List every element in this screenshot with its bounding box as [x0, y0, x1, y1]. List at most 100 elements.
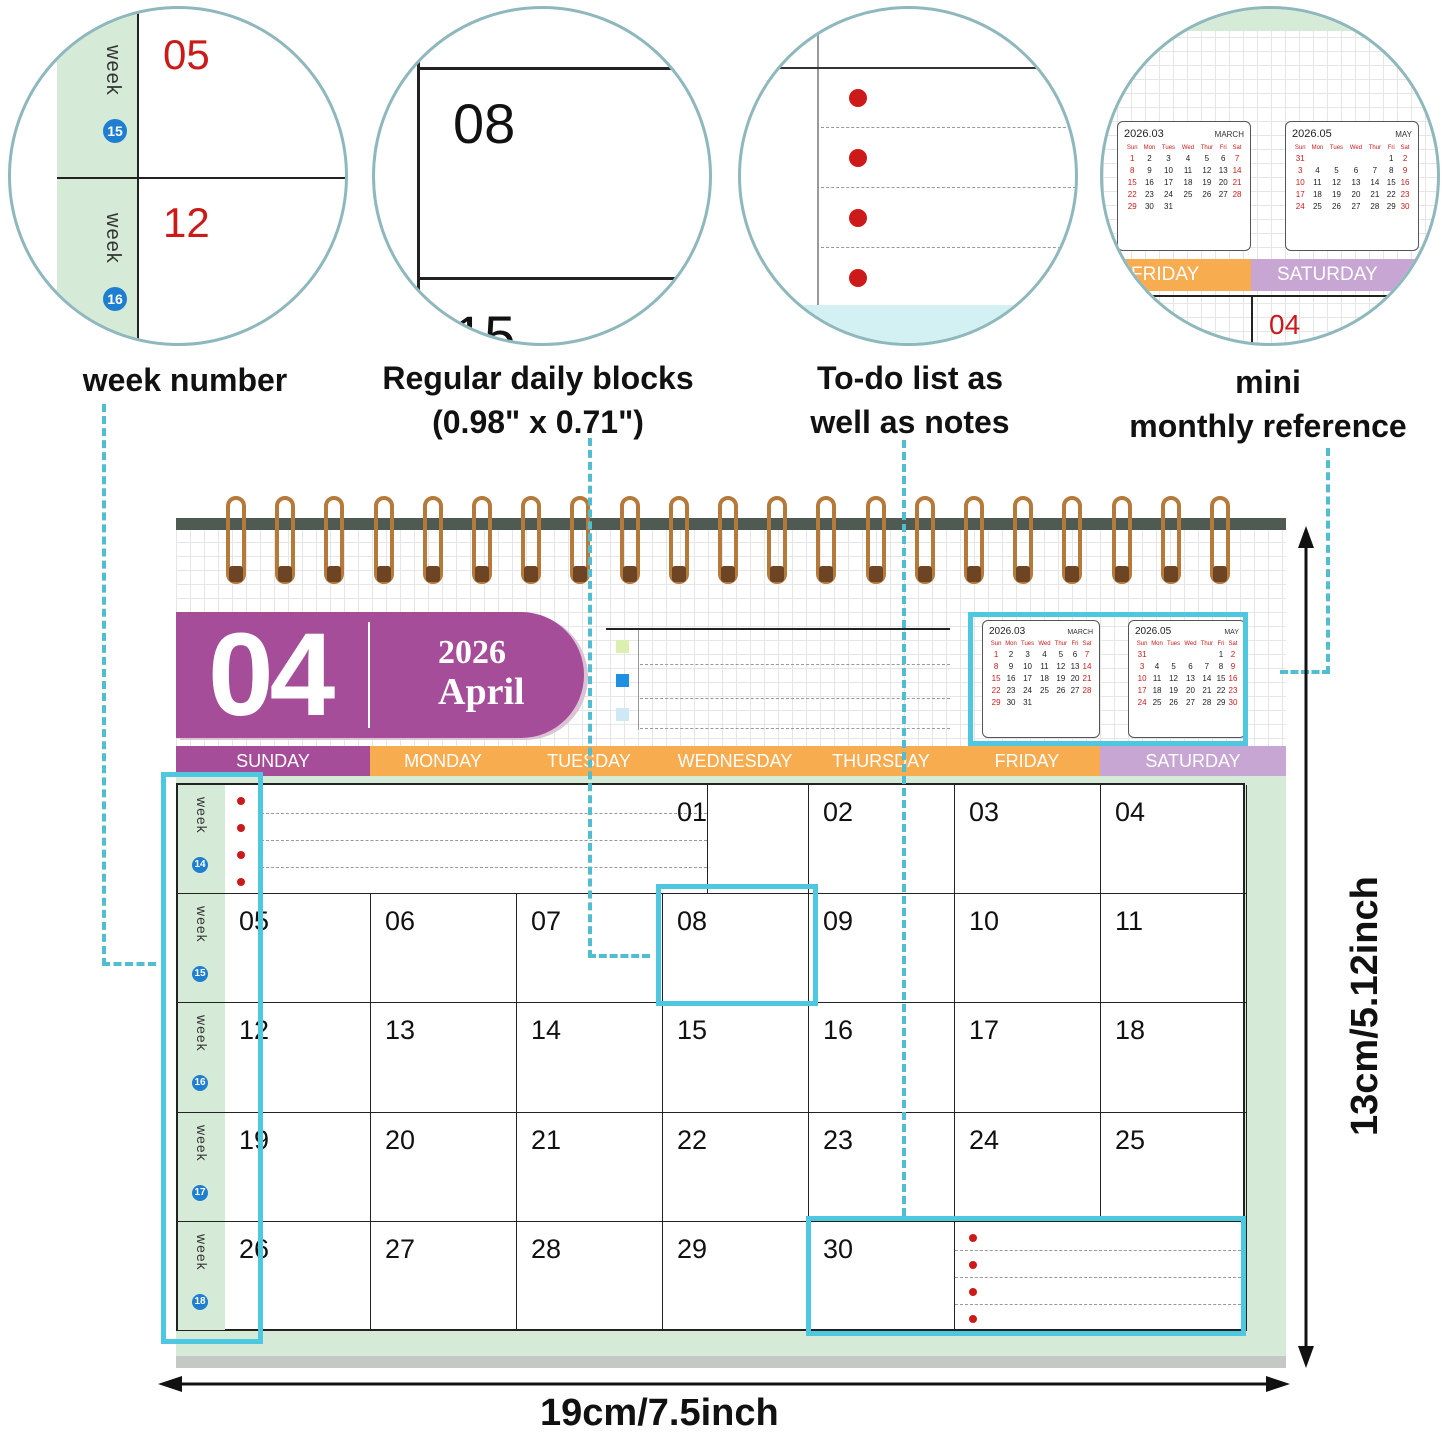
mini-day: 25 [1040, 686, 1049, 695]
spiral-ring [373, 496, 394, 584]
mini-day: 8 [1218, 662, 1224, 671]
mini-day: 21 [1370, 190, 1380, 199]
mini-day: 4 [1185, 154, 1191, 163]
mini-day: 1 [1389, 154, 1394, 163]
mini-dow: Mon [1151, 641, 1163, 647]
mini-day: 29 [1386, 202, 1396, 211]
day-number: 15 [453, 304, 516, 346]
weekday-wednesday: WEDNESDAY [662, 746, 808, 776]
mini-day: 9 [1230, 662, 1236, 671]
mini-dow: Tues [1167, 641, 1181, 647]
spiral-ring [226, 496, 246, 584]
mini-day: 23 [1006, 686, 1016, 695]
divider [417, 67, 709, 70]
mini-day: 31 [1023, 698, 1033, 707]
mini-day: 2 [1402, 154, 1408, 163]
week-badge: 18 [192, 1293, 208, 1310]
mini-day: 13 [1351, 178, 1361, 187]
mini-day: 5 [1058, 650, 1064, 659]
mini-day: 19 [1169, 686, 1179, 695]
caption-todo-2: well as notes [810, 404, 1010, 440]
todo-area [955, 1221, 1247, 1331]
week-badge: 15 [103, 119, 127, 143]
day-number: 20 [385, 1124, 416, 1155]
day-number: 28 [531, 1233, 562, 1264]
highlight-daily-block [656, 884, 818, 1006]
week-label: week [102, 213, 124, 264]
day-number: 05 [239, 906, 270, 937]
todo-bullet [849, 89, 867, 107]
mini-day: 24 [1137, 698, 1147, 707]
mini-day: 9 [1147, 166, 1152, 175]
mini-day: 22 [1386, 190, 1396, 199]
mini-dow: Fri [1387, 145, 1395, 151]
divider [1251, 295, 1253, 343]
todo-bullet [849, 269, 867, 287]
mini-day: 1 [1218, 650, 1224, 659]
mini-day: 8 [993, 662, 999, 671]
mini-day: 7 [1372, 166, 1378, 175]
day-cell: 01 [663, 785, 809, 895]
mini-day: 30 [1228, 698, 1238, 707]
day-number: 08 [677, 906, 708, 937]
width-dimension: 19cm/7.5inch [540, 1392, 779, 1434]
mini-day: 15 [1127, 178, 1137, 187]
mini-day: 3 [1139, 662, 1145, 671]
day-number: 15 [677, 1015, 708, 1046]
mini-month: MARCH [1214, 130, 1244, 139]
day-cell: 26 [225, 1221, 371, 1331]
todo-bullet [237, 851, 245, 859]
mini-day: 17 [1137, 686, 1147, 695]
caption-daily-blocks-2: (0.98" x 0.71") [432, 404, 644, 440]
week-label: week [194, 797, 210, 834]
leader-week [102, 404, 106, 966]
mini-day: 10 [1137, 674, 1147, 683]
day-cell: 09 [809, 894, 955, 1004]
mini-day: 9 [1402, 166, 1408, 175]
mini-day: 5 [1334, 166, 1339, 175]
mini-day: 16 [1006, 674, 1016, 683]
mini-day: 31 [1137, 650, 1147, 659]
spiral-ring [914, 496, 935, 584]
mini-dow: Sun [990, 641, 1002, 647]
mini-day: 31 [1295, 154, 1305, 163]
mini-dow: Fri [1071, 641, 1079, 647]
mini-month: MAY [1395, 130, 1412, 139]
divider [1103, 295, 1437, 297]
mini-day: 15 [1386, 178, 1396, 187]
mini-day: 6 [1072, 650, 1078, 659]
caption-week-number: week number [82, 362, 288, 398]
height-dimension: 13cm/5.12inch [1344, 876, 1386, 1136]
day-number: 29 [677, 1233, 708, 1264]
mini-dow: Sat [1228, 641, 1238, 647]
day-number: 10 [969, 906, 1000, 937]
month-number: 04 [208, 609, 335, 741]
ring-hole [1016, 566, 1031, 582]
note-line [261, 840, 707, 841]
spiral-ring [521, 496, 542, 584]
saturday-header: SATURDAY [1251, 259, 1437, 291]
spiral-ring [668, 496, 689, 584]
day-cell: 23 [809, 1112, 955, 1222]
week-number-zoom: week 15 05 week 16 12 [8, 6, 348, 346]
mini-day: 18 [1040, 674, 1049, 683]
todo-bullet [849, 209, 867, 227]
mini-day: 10 [1164, 166, 1173, 175]
day-number: 12 [239, 1015, 270, 1046]
day-number: 14 [531, 1015, 562, 1046]
note-line [821, 187, 1075, 188]
